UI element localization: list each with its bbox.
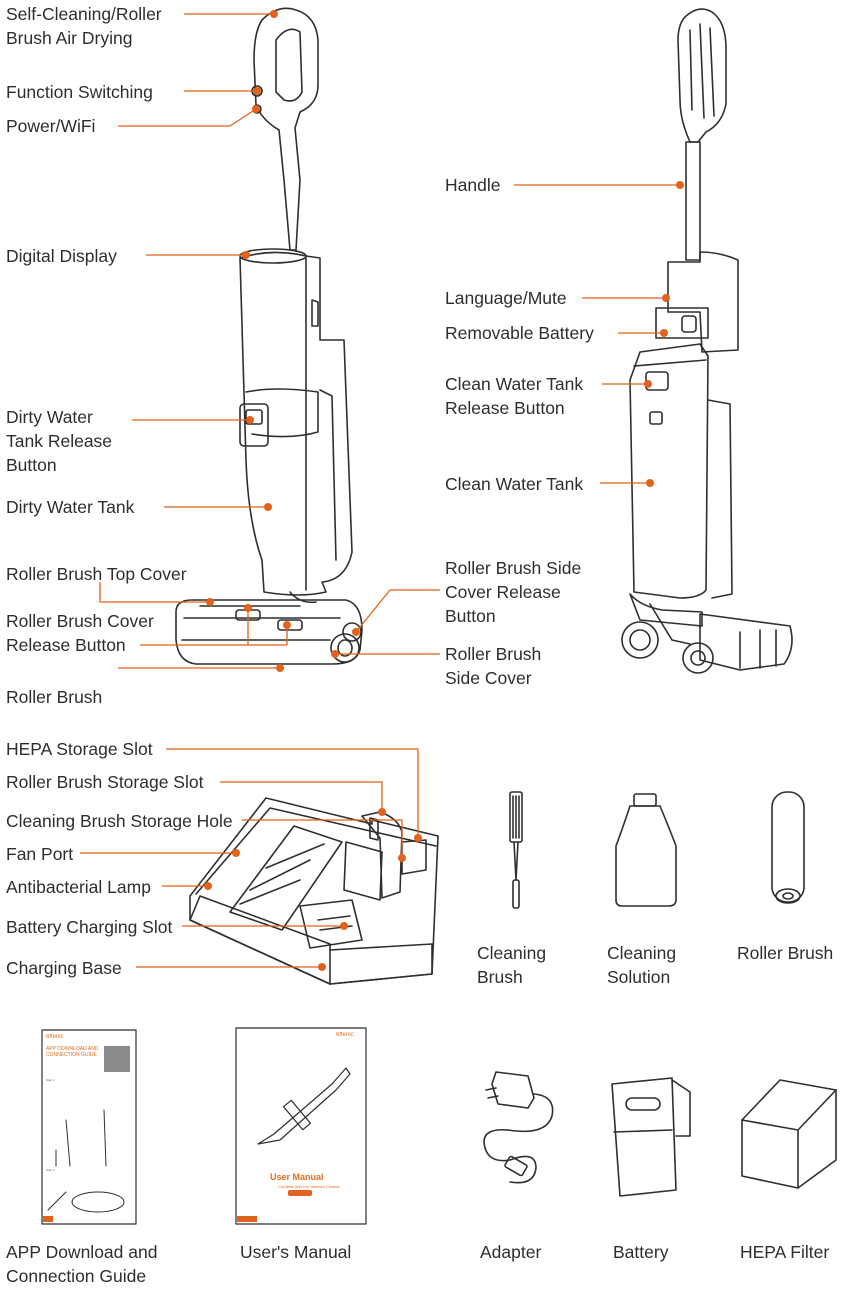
- cleaning-brush-illustration: [509, 791, 523, 909]
- label-clean-water-tank: Clean Water Tank: [445, 474, 584, 494]
- label-function-switching: Function Switching: [6, 82, 153, 102]
- manual-cover-stripe: [237, 1216, 257, 1222]
- label-roller-brush-cover-release: Roller Brush Cover Release Button: [6, 611, 154, 655]
- label-fan-port: Fan Port: [6, 844, 74, 864]
- hepa-filter-illustration: [741, 1079, 837, 1189]
- label-roller-brush-top-cover: Roller Brush Top Cover: [6, 564, 187, 584]
- app-guide-illustration: [41, 1029, 137, 1225]
- guide-brand: 6ffenic: [46, 1034, 64, 1040]
- manual-subtitle: Cordless Wet Dry Vacuum Cleaner: [278, 1184, 340, 1189]
- caption-user-manual: User's Manual: [240, 1242, 352, 1262]
- caption-cleaning-brush: Cleaning Brush: [477, 943, 547, 987]
- manual-title: User Manual: [270, 1172, 324, 1182]
- caption-battery: Battery: [613, 1242, 669, 1262]
- label-roller-brush: Roller Brush: [6, 687, 103, 707]
- caption-app-guide: APP Download and Connection Guide: [6, 1242, 158, 1286]
- leader-lines: [80, 13, 680, 968]
- label-cleaning-brush-hole: Cleaning Brush Storage Hole: [6, 811, 233, 831]
- label-digital-display: Digital Display: [6, 246, 117, 266]
- vacuum-back-illustration: [621, 8, 793, 674]
- guide-title: APP DOWNLOAD AND CONNECTION GUIDE: [46, 1046, 99, 1058]
- user-manual-illustration: [235, 1027, 367, 1225]
- label-removable-battery: Removable Battery: [445, 323, 594, 343]
- label-clean-water-release: Clean Water Tank Release Button: [445, 374, 584, 418]
- label-dirty-water-tank: Dirty Water Tank: [6, 497, 135, 517]
- label-antibacterial-lamp: Antibacterial Lamp: [6, 877, 151, 897]
- label-battery-charging-slot: Battery Charging Slot: [6, 917, 173, 937]
- label-language-mute: Language/Mute: [445, 288, 567, 308]
- callout-dots: [204, 10, 684, 971]
- caption-hepa-filter: HEPA Filter: [740, 1242, 830, 1262]
- label-side-cover: Roller Brush Side Cover: [445, 644, 542, 688]
- guide-cover-stripe: [43, 1216, 53, 1222]
- adapter-illustration: [483, 1071, 554, 1184]
- label-power-wifi: Power/WiFi: [6, 116, 96, 136]
- caption-adapter: Adapter: [480, 1242, 542, 1262]
- caption-roller-brush: Roller Brush: [737, 943, 834, 963]
- manual-brand: 6ffenic: [336, 1032, 354, 1038]
- label-side-cover-release: Roller Brush Side Cover Release Button: [445, 558, 582, 626]
- vacuum-front-illustration: [175, 7, 363, 665]
- label-self-cleaning: Self-Cleaning/Roller Brush Air Drying: [6, 4, 162, 48]
- caption-cleaning-solution: Cleaning Solution: [607, 943, 677, 987]
- label-dirty-water-release: Dirty Water Tank Release Button: [6, 407, 113, 475]
- roller-brush-illustration: [771, 791, 805, 904]
- label-hepa-slot: HEPA Storage Slot: [6, 739, 153, 759]
- label-handle: Handle: [445, 175, 501, 195]
- guide-step-2: Step 2: [46, 1168, 55, 1172]
- cleaning-solution-illustration: [615, 793, 677, 907]
- manual-model-badge: [288, 1190, 312, 1196]
- label-roller-slot: Roller Brush Storage Slot: [6, 772, 204, 792]
- guide-step-1: Step 1: [46, 1078, 55, 1082]
- battery-illustration: [611, 1077, 691, 1197]
- label-charging-base: Charging Base: [6, 958, 122, 978]
